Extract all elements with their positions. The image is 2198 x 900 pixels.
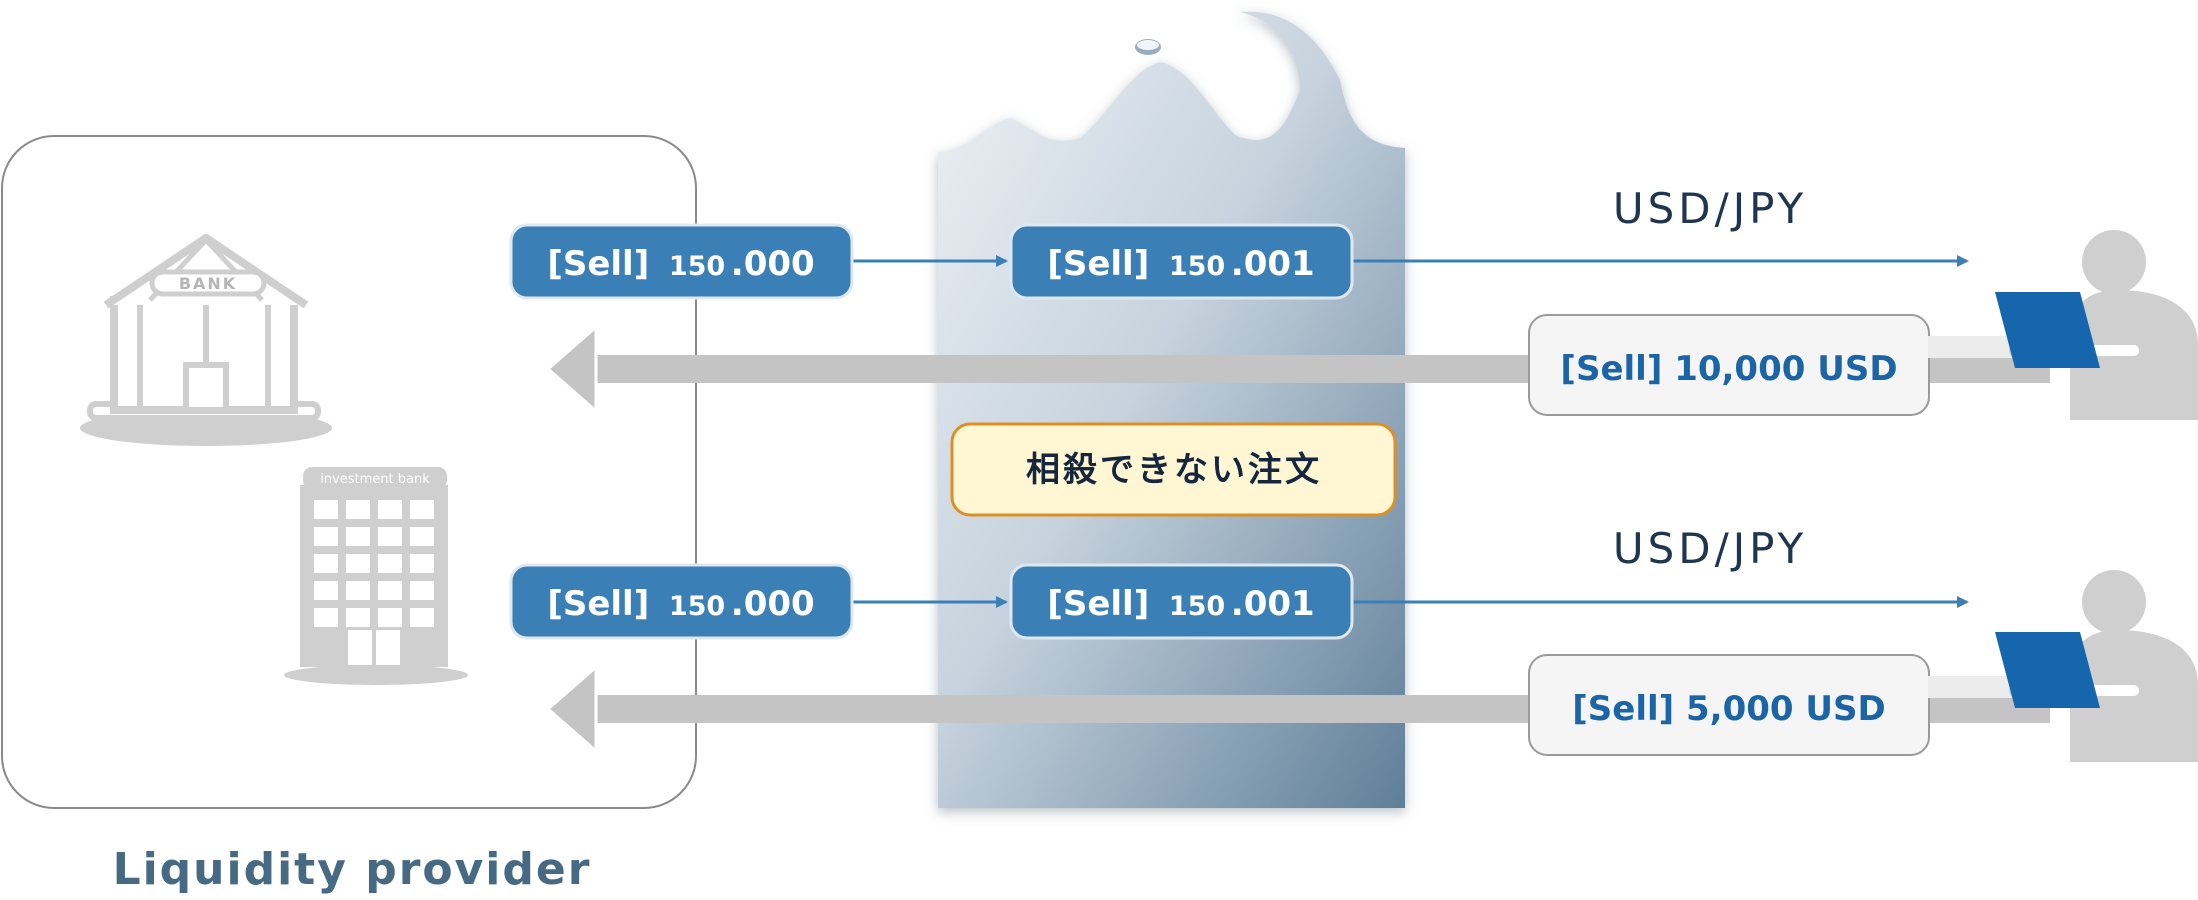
broker-quote-action: [Sell] [1047, 244, 1149, 284]
broker-quote: [Sell] 150 .001 [1009, 563, 1354, 640]
svg-text:[Sell] 150 .000: [Sell] 150 .000 [547, 584, 814, 624]
building-window [378, 500, 402, 519]
client-order: [Sell] 10,000 USD [1528, 314, 1930, 416]
lp-quote-action: [Sell] [547, 584, 649, 624]
investment-bank-windows [314, 500, 434, 627]
investment-bank-sign: investment bank [320, 472, 430, 487]
building-window [410, 608, 434, 627]
lp-quote-price-frac: .000 [731, 584, 815, 624]
svg-text:[Sell] 150 .001: [Sell] 150 .001 [1047, 244, 1314, 284]
building-window [410, 527, 434, 546]
trader-icon [1928, 230, 2198, 420]
svg-text:[Sell] 150 .001: [Sell] 150 .001 [1047, 584, 1314, 624]
building-window [346, 608, 370, 627]
building-window [346, 554, 370, 573]
lp-quote-price-frac: .000 [731, 244, 815, 284]
broker-quote-action: [Sell] [1047, 584, 1149, 624]
broker-quote-price-main: 150 [1169, 591, 1225, 622]
building-window [314, 500, 338, 519]
broker-quote-price-frac: .001 [1231, 244, 1315, 284]
building-window [410, 554, 434, 573]
non-offsettable-order-note: 相殺できない注文 [950, 422, 1397, 517]
building-window [410, 500, 434, 519]
broker-tower [938, 11, 1405, 809]
broker-quote-price-frac: .001 [1231, 584, 1315, 624]
note-label: 相殺できない注文 [1026, 450, 1322, 490]
lp-quote-action: [Sell] [547, 244, 649, 284]
building-window [346, 581, 370, 600]
investment-bank-icon: investment bank [284, 467, 468, 685]
building-window [378, 581, 402, 600]
client-order-label: [Sell] 10,000 USD [1560, 349, 1897, 389]
building-window [346, 500, 370, 519]
lp-quote-price-main: 150 [669, 591, 725, 622]
lp-quote-price-main: 150 [669, 251, 725, 282]
liquidity-provider-label: Liquidity provider [113, 844, 592, 895]
client-order-label: [Sell] 5,000 USD [1572, 689, 1885, 729]
building-window [346, 527, 370, 546]
laptop-icon [1995, 292, 2100, 368]
building-window [410, 581, 434, 600]
building-window [314, 608, 338, 627]
building-window [314, 581, 338, 600]
building-window [378, 527, 402, 546]
building-window [378, 608, 402, 627]
building-window [314, 527, 338, 546]
client-order: [Sell] 5,000 USD [1528, 654, 1930, 756]
lp-quote: [Sell] 150 .000 [509, 223, 854, 300]
laptop-icon [1995, 632, 2100, 708]
currency-pair-label: USD/JPY [1613, 184, 1807, 233]
bank-icon: BANK [80, 234, 332, 446]
building-window [378, 554, 402, 573]
currency-pair-label: USD/JPY [1613, 524, 1807, 573]
broker-quote: [Sell] 150 .001 [1009, 223, 1354, 300]
building-window [314, 554, 338, 573]
broker-quote-price-main: 150 [1169, 251, 1225, 282]
trader-icon [1928, 570, 2198, 762]
svg-text:[Sell] 150 .000: [Sell] 150 .000 [547, 244, 814, 284]
bank-sign: BANK [179, 274, 237, 293]
lp-quote: [Sell] 150 .000 [509, 563, 854, 640]
